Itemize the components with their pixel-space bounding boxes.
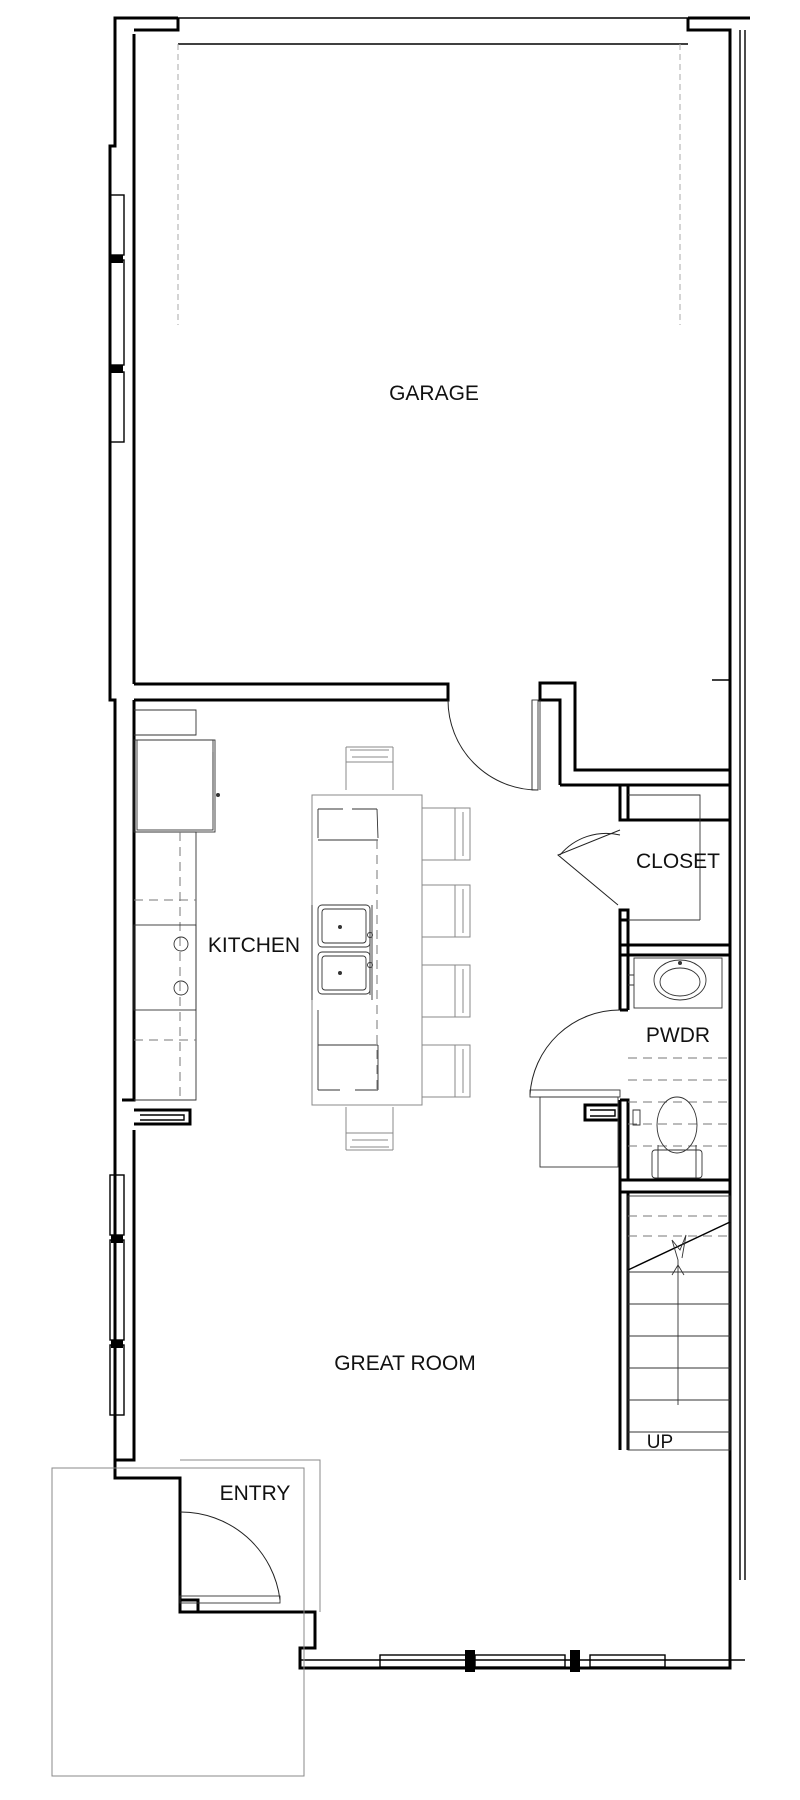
stairs — [627, 1195, 731, 1451]
window-mullion — [111, 1235, 123, 1243]
bar-stool-icon — [422, 807, 471, 861]
toilet-icon — [632, 1096, 703, 1179]
door-swings — [179, 699, 621, 1604]
door-swing-icon — [179, 1511, 281, 1601]
door-sill — [539, 1096, 619, 1168]
stoop-outline — [51, 1467, 305, 1777]
room-labels: GARAGE KITCHEN CLOSET PWDR GREAT ROOM UP… — [208, 382, 720, 1505]
door-leaf — [179, 1595, 281, 1604]
window-icon — [109, 1344, 125, 1416]
island-counter — [311, 794, 423, 1106]
window-mullion — [111, 1340, 123, 1348]
door-leaf — [531, 699, 539, 791]
sink-icon — [317, 904, 371, 948]
bar-stool-icon — [422, 1044, 471, 1098]
pwdr-fixtures — [628, 957, 730, 1179]
closet-label: CLOSET — [636, 850, 720, 873]
window-icon — [589, 1654, 666, 1668]
kitchen-label: KITCHEN — [208, 934, 300, 957]
kitchen-island — [311, 794, 423, 1106]
window-icon — [109, 259, 125, 366]
vanity — [633, 957, 723, 1009]
window-icon — [109, 371, 125, 443]
windows-bottom — [379, 1650, 666, 1672]
window-icon — [109, 1174, 125, 1236]
entry-stoop — [51, 1459, 321, 1777]
great-room-label: GREAT ROOM — [334, 1352, 476, 1375]
bar-stools — [345, 746, 471, 1151]
interior-walls — [134, 700, 730, 1450]
stair-direction-arrow-icon — [671, 1234, 687, 1405]
pwdr-label: PWDR — [646, 1024, 710, 1047]
kitchen-cabinets — [133, 709, 220, 1101]
stairs-up-label: UP — [647, 1432, 673, 1453]
sink-icon — [653, 959, 707, 1001]
door-swing-icon — [559, 832, 621, 856]
bar-stool-icon — [422, 884, 471, 938]
door-swing-icon — [557, 829, 621, 906]
window-icon — [474, 1654, 566, 1668]
bar-stool-icon — [422, 964, 471, 1018]
sink-icon — [317, 951, 371, 995]
window-mullion — [465, 1650, 475, 1672]
window-icon — [109, 1239, 125, 1341]
garage-door — [177, 44, 730, 681]
window-mullion — [570, 1650, 580, 1672]
bar-stool-icon — [345, 746, 394, 790]
refrigerator — [136, 739, 214, 831]
window-icon — [109, 194, 125, 256]
bar-stool-icon — [345, 1107, 394, 1151]
garage-label: GARAGE — [389, 382, 479, 405]
exterior-walls — [108, 16, 750, 1670]
burner-icon — [173, 936, 189, 952]
entry-label: ENTRY — [220, 1482, 291, 1505]
window-mullion — [111, 255, 123, 263]
window-icon — [379, 1654, 471, 1668]
burner-icon — [173, 980, 189, 996]
door-swing-icon — [447, 699, 539, 791]
door-leaf — [529, 1089, 621, 1098]
window-mullion — [111, 365, 123, 373]
closet-fixtures — [628, 794, 701, 921]
range — [133, 924, 197, 1011]
windows-left — [109, 194, 125, 1416]
door-swing-icon — [529, 1009, 621, 1096]
